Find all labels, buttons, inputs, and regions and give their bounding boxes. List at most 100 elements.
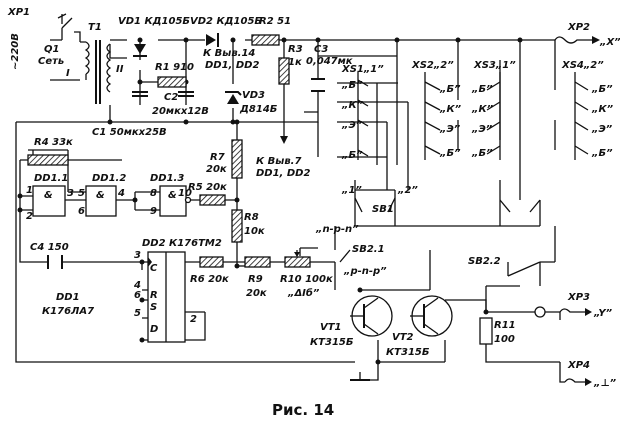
resistor-r2	[251, 34, 280, 46]
label-xs2-b: „Б”	[439, 84, 461, 95]
label-xp2: XP2	[567, 22, 590, 33]
label-xs1-k: „К”	[341, 100, 364, 111]
label-q1-net: Сеть	[38, 56, 64, 67]
label-xs3-b2: „Б”	[471, 148, 493, 159]
label-xs4-e: „Э”	[591, 124, 613, 135]
diode-vd2	[206, 33, 219, 47]
label-r7-val: 20к	[206, 164, 227, 175]
pin-ref-arrows	[280, 136, 288, 144]
label-pin3: 3	[67, 188, 74, 199]
diode-vd1	[133, 44, 147, 57]
label-r10-tag: „ΔIб”	[287, 287, 320, 299]
label-sb1-2: „2”	[397, 185, 418, 196]
label-npn: „n-p-n”	[315, 224, 359, 235]
label-tpin2: 2	[190, 314, 197, 325]
resistor-r7	[231, 139, 243, 179]
label-r9: R9	[248, 274, 263, 285]
transformer-t1	[84, 40, 112, 104]
label-xp4: XP4	[567, 360, 590, 371]
plug-xp3	[534, 306, 592, 318]
figure-caption: Рис. 14	[272, 401, 334, 419]
gate-dd1-3	[159, 185, 192, 217]
socket-xs4	[574, 72, 589, 160]
label-xs4-b2: „Б”	[591, 148, 613, 159]
label-sb22: SB2.2	[468, 256, 501, 267]
resistor-r4	[27, 154, 69, 166]
label-sb1: SB1	[372, 204, 394, 215]
label-r10: R10 100к	[280, 274, 333, 285]
label-pin8: 8	[150, 188, 157, 199]
label-dd-bot: DD1, DD2	[256, 168, 310, 179]
socket-xs1	[357, 72, 369, 160]
label-tpin3: 3	[134, 250, 141, 261]
transistor-vt2	[410, 295, 453, 337]
label-sb1-1: „1”	[341, 185, 362, 196]
label-dd1-1: DD1.1	[34, 173, 68, 184]
label-k-pin7: К Выв.7	[256, 156, 301, 167]
plug-xp2	[554, 36, 600, 44]
diode-vd3	[225, 91, 242, 104]
label-xp3-sig: „Y”	[593, 308, 613, 319]
label-tpin4: 4	[133, 280, 141, 291]
junction-dots	[17, 37, 523, 365]
label-c3: C3	[314, 44, 328, 55]
switch-sb1	[354, 197, 541, 213]
resistor-r8	[231, 209, 243, 243]
label-r8-val: 10к	[244, 226, 265, 237]
label-dd-top: DD1, DD2	[205, 60, 259, 71]
label-pin4: 4	[117, 188, 125, 199]
plug-xp4	[564, 378, 592, 386]
label-r4: R4 33к	[34, 137, 73, 148]
label-trig-s: S	[150, 302, 157, 313]
label-dd1-3: DD1.3	[150, 173, 184, 184]
resistor-r11	[479, 317, 493, 345]
capacitor-c3	[311, 78, 325, 92]
label-vd3-type: Д814Б	[239, 104, 278, 115]
socket-xs2	[424, 72, 441, 160]
label-pin2: 2	[26, 211, 33, 222]
label-tpin5: 5	[134, 308, 141, 319]
socket-xs3	[486, 72, 501, 160]
label-vt1-type: КТ315Б	[310, 337, 354, 348]
labels: XP1 ~220В Q1 Сеть I II T1 VD1 КД105Б VD2…	[7, 7, 620, 419]
label-vt1: VT1	[320, 322, 342, 333]
resistor-r9	[244, 256, 271, 268]
label-trig-r: R	[150, 290, 158, 301]
transistor-vt1	[350, 295, 393, 337]
trigger-dd2	[147, 251, 186, 343]
label-xp1: XP1	[7, 7, 30, 18]
label-trig-d: D	[150, 324, 158, 335]
label-xs2-k: „К”	[439, 104, 462, 115]
label-pin5: 5	[78, 188, 85, 199]
label-trig-c: C	[150, 263, 158, 274]
capacitor-c1	[132, 91, 148, 97]
label-xs3-k: „К”	[471, 104, 494, 115]
label-r6: R6 20к	[190, 274, 229, 285]
label-winding-2: II	[116, 64, 124, 75]
label-pnp: „p-n-p”	[343, 266, 387, 277]
label-xs4: XS4„2”	[561, 60, 604, 71]
label-c2-val: 20мкх12В	[152, 106, 209, 117]
label-pin9: 9	[150, 206, 157, 217]
label-xs1: XS1„1”	[341, 64, 384, 75]
label-q1: Q1	[44, 44, 59, 55]
label-xs4-k: „К”	[591, 104, 614, 115]
label-xs3-e: „Э”	[471, 124, 493, 135]
resistor-r5	[199, 194, 226, 206]
label-c2: C2	[164, 92, 178, 103]
label-xs1-e: „Э”	[341, 120, 363, 131]
label-dd1-2: DD1.2	[92, 173, 126, 184]
label-dd1: DD1	[56, 292, 80, 303]
label-r5: R5 20к	[188, 182, 227, 193]
label-xs3-b: „Б”	[471, 84, 493, 95]
label-sb21: SB2.1	[352, 244, 385, 255]
label-vt2: VT2	[392, 332, 414, 343]
label-pin1: 1	[26, 185, 33, 196]
resistor-r3	[278, 57, 290, 85]
label-vd2: VD2 КД105Б	[190, 16, 262, 27]
label-r7: R7	[210, 152, 225, 163]
resistor-r1	[157, 76, 187, 88]
label-xs4-b: „Б”	[591, 84, 613, 95]
capacitor-c4	[47, 255, 63, 269]
resistor-r6	[199, 256, 224, 268]
